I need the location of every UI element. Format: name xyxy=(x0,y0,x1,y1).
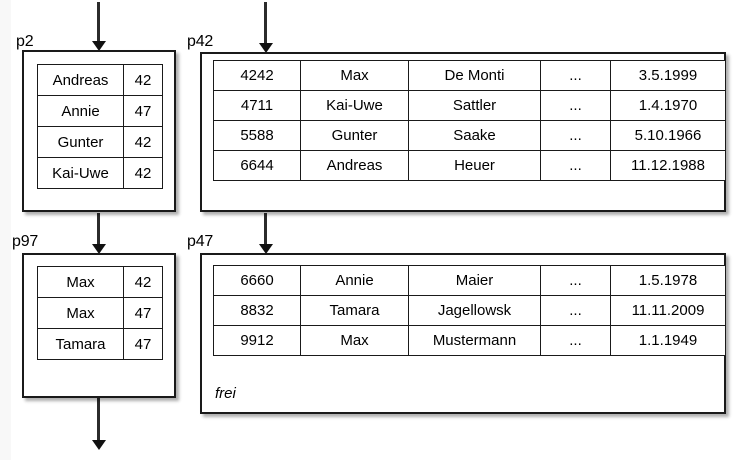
record-last-cell: Saake xyxy=(408,120,541,151)
table-row[interactable]: 9912 Max Mustermann ... 1.1.1949 xyxy=(213,325,726,356)
index-key-cell: 42 xyxy=(123,157,163,189)
record-date-cell: 1.1.1949 xyxy=(610,325,726,356)
index-key-cell: 42 xyxy=(123,64,163,96)
table-row[interactable]: 6644 Andreas Heuer ... 11.12.1988 xyxy=(213,150,726,181)
record-first-cell: Tamara xyxy=(300,295,409,326)
data-table-p47[interactable]: 6660 Annie Maier ... 1.5.1978 8832 Tamar… xyxy=(213,265,726,356)
record-more-cell: ... xyxy=(540,120,611,151)
table-row[interactable]: Tamara 47 xyxy=(37,328,163,360)
record-more-cell: ... xyxy=(540,325,611,356)
table-row[interactable]: 4711 Kai-Uwe Sattler ... 1.4.1970 xyxy=(213,90,726,121)
record-first-cell: Gunter xyxy=(300,120,409,151)
record-date-cell: 1.4.1970 xyxy=(610,90,726,121)
record-id-cell: 5588 xyxy=(213,120,301,151)
arrow-p2-to-p97 xyxy=(97,213,100,245)
data-table-p42[interactable]: 4242 Max De Monti ... 3.5.1999 4711 Kai-… xyxy=(213,60,726,181)
index-name-cell: Andreas xyxy=(37,64,124,96)
record-last-cell: Maier xyxy=(408,265,541,296)
record-id-cell: 4242 xyxy=(213,60,301,91)
arrow-into-p42 xyxy=(264,2,267,44)
index-name-cell: Tamara xyxy=(37,328,124,360)
table-row[interactable]: Gunter 42 xyxy=(37,126,163,158)
free-space-label: frei xyxy=(215,385,236,402)
index-key-cell: 42 xyxy=(123,266,163,298)
table-row[interactable]: 8832 Tamara Jagellowsk ... 11.11.2009 xyxy=(213,295,726,326)
index-table-p97[interactable]: Max 42 Max 47 Tamara 47 xyxy=(37,266,163,360)
index-table-p2[interactable]: Andreas 42 Annie 47 Gunter 42 Kai-Uwe 42 xyxy=(37,64,163,189)
table-row[interactable]: 5588 Gunter Saake ... 5.10.1966 xyxy=(213,120,726,151)
record-first-cell: Max xyxy=(300,60,409,91)
record-first-cell: Annie xyxy=(300,265,409,296)
arrow-p42-to-p47 xyxy=(264,213,267,245)
index-name-cell: Max xyxy=(37,266,124,298)
index-name-cell: Gunter xyxy=(37,126,124,158)
record-date-cell: 11.12.1988 xyxy=(610,150,726,181)
record-id-cell: 9912 xyxy=(213,325,301,356)
record-last-cell: Heuer xyxy=(408,150,541,181)
table-row[interactable]: 4242 Max De Monti ... 3.5.1999 xyxy=(213,60,726,91)
record-id-cell: 4711 xyxy=(213,90,301,121)
arrow-into-p2 xyxy=(97,2,100,42)
page-label-p2: p2 xyxy=(16,33,34,50)
record-first-cell: Andreas xyxy=(300,150,409,181)
record-more-cell: ... xyxy=(540,265,611,296)
record-date-cell: 5.10.1966 xyxy=(610,120,726,151)
index-key-cell: 47 xyxy=(123,95,163,127)
table-row[interactable]: Max 42 xyxy=(37,266,163,298)
record-first-cell: Max xyxy=(300,325,409,356)
record-more-cell: ... xyxy=(540,150,611,181)
index-key-cell: 42 xyxy=(123,126,163,158)
index-name-cell: Max xyxy=(37,297,124,329)
record-more-cell: ... xyxy=(540,60,611,91)
index-key-cell: 47 xyxy=(123,297,163,329)
record-first-cell: Kai-Uwe xyxy=(300,90,409,121)
table-row[interactable]: Max 47 xyxy=(37,297,163,329)
table-row[interactable]: Annie 47 xyxy=(37,95,163,127)
record-id-cell: 8832 xyxy=(213,295,301,326)
table-row[interactable]: 6660 Annie Maier ... 1.5.1978 xyxy=(213,265,726,296)
table-row[interactable]: Andreas 42 xyxy=(37,64,163,96)
index-name-cell: Annie xyxy=(37,95,124,127)
record-id-cell: 6660 xyxy=(213,265,301,296)
record-date-cell: 1.5.1978 xyxy=(610,265,726,296)
arrow-out-of-p97 xyxy=(97,398,100,441)
record-last-cell: Mustermann xyxy=(408,325,541,356)
record-more-cell: ... xyxy=(540,295,611,326)
record-date-cell: 3.5.1999 xyxy=(610,60,726,91)
record-id-cell: 6644 xyxy=(213,150,301,181)
page-label-p47: p47 xyxy=(187,233,214,250)
page-label-p97: p97 xyxy=(12,233,39,250)
page-label-p42: p42 xyxy=(187,33,214,50)
index-key-cell: 47 xyxy=(123,328,163,360)
record-date-cell: 11.11.2009 xyxy=(610,295,726,326)
record-last-cell: Sattler xyxy=(408,90,541,121)
index-name-cell: Kai-Uwe xyxy=(37,157,124,189)
left-edge-strip xyxy=(0,0,11,460)
table-row[interactable]: Kai-Uwe 42 xyxy=(37,157,163,189)
record-last-cell: De Monti xyxy=(408,60,541,91)
record-more-cell: ... xyxy=(540,90,611,121)
record-last-cell: Jagellowsk xyxy=(408,295,541,326)
